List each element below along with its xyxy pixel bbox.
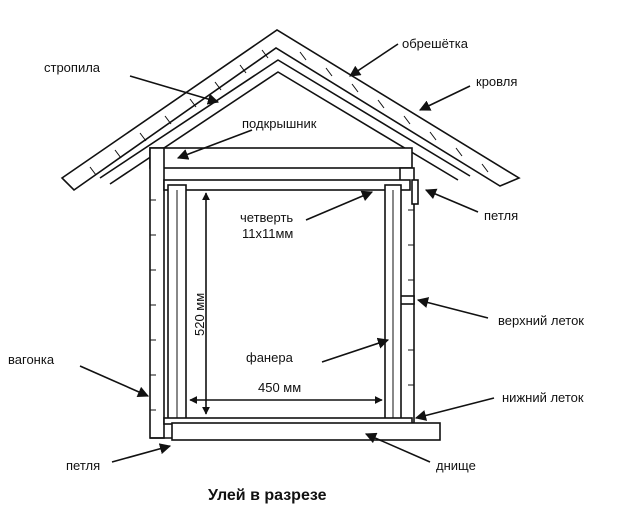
label-rebate-line2: 11х11мм (242, 226, 293, 241)
label-top-hinge: петля (484, 208, 518, 223)
label-roofing: кровля (476, 74, 517, 89)
label-roof-underboard: подкрышник (242, 116, 317, 131)
label-rafters: стропила (44, 60, 101, 75)
label-bottom: днище (436, 458, 476, 473)
label-lining: вагонка (8, 352, 55, 367)
label-rebate-line1: четверть (240, 210, 293, 225)
left-wall (149, 147, 165, 439)
label-lathing: обрешётка (402, 36, 469, 51)
label-lower-entrance: нижний леток (502, 390, 584, 405)
label-plywood: фанера (246, 350, 294, 365)
leader-arrows (79, 43, 495, 463)
roof-underboard (149, 147, 413, 169)
inner-frame (163, 179, 413, 425)
roof (60, 29, 521, 192)
roof-hatching (89, 49, 489, 176)
diagram-title: Улей в разрезе (208, 487, 327, 504)
top-hinge (411, 179, 419, 205)
dimension-width-label: 450 мм (258, 380, 301, 395)
dimension-height-label: 520 мм (192, 293, 207, 336)
label-upper-entrance: верхний леток (498, 313, 584, 328)
hive-bottom (171, 422, 441, 441)
label-bottom-hinge: петля (66, 458, 100, 473)
